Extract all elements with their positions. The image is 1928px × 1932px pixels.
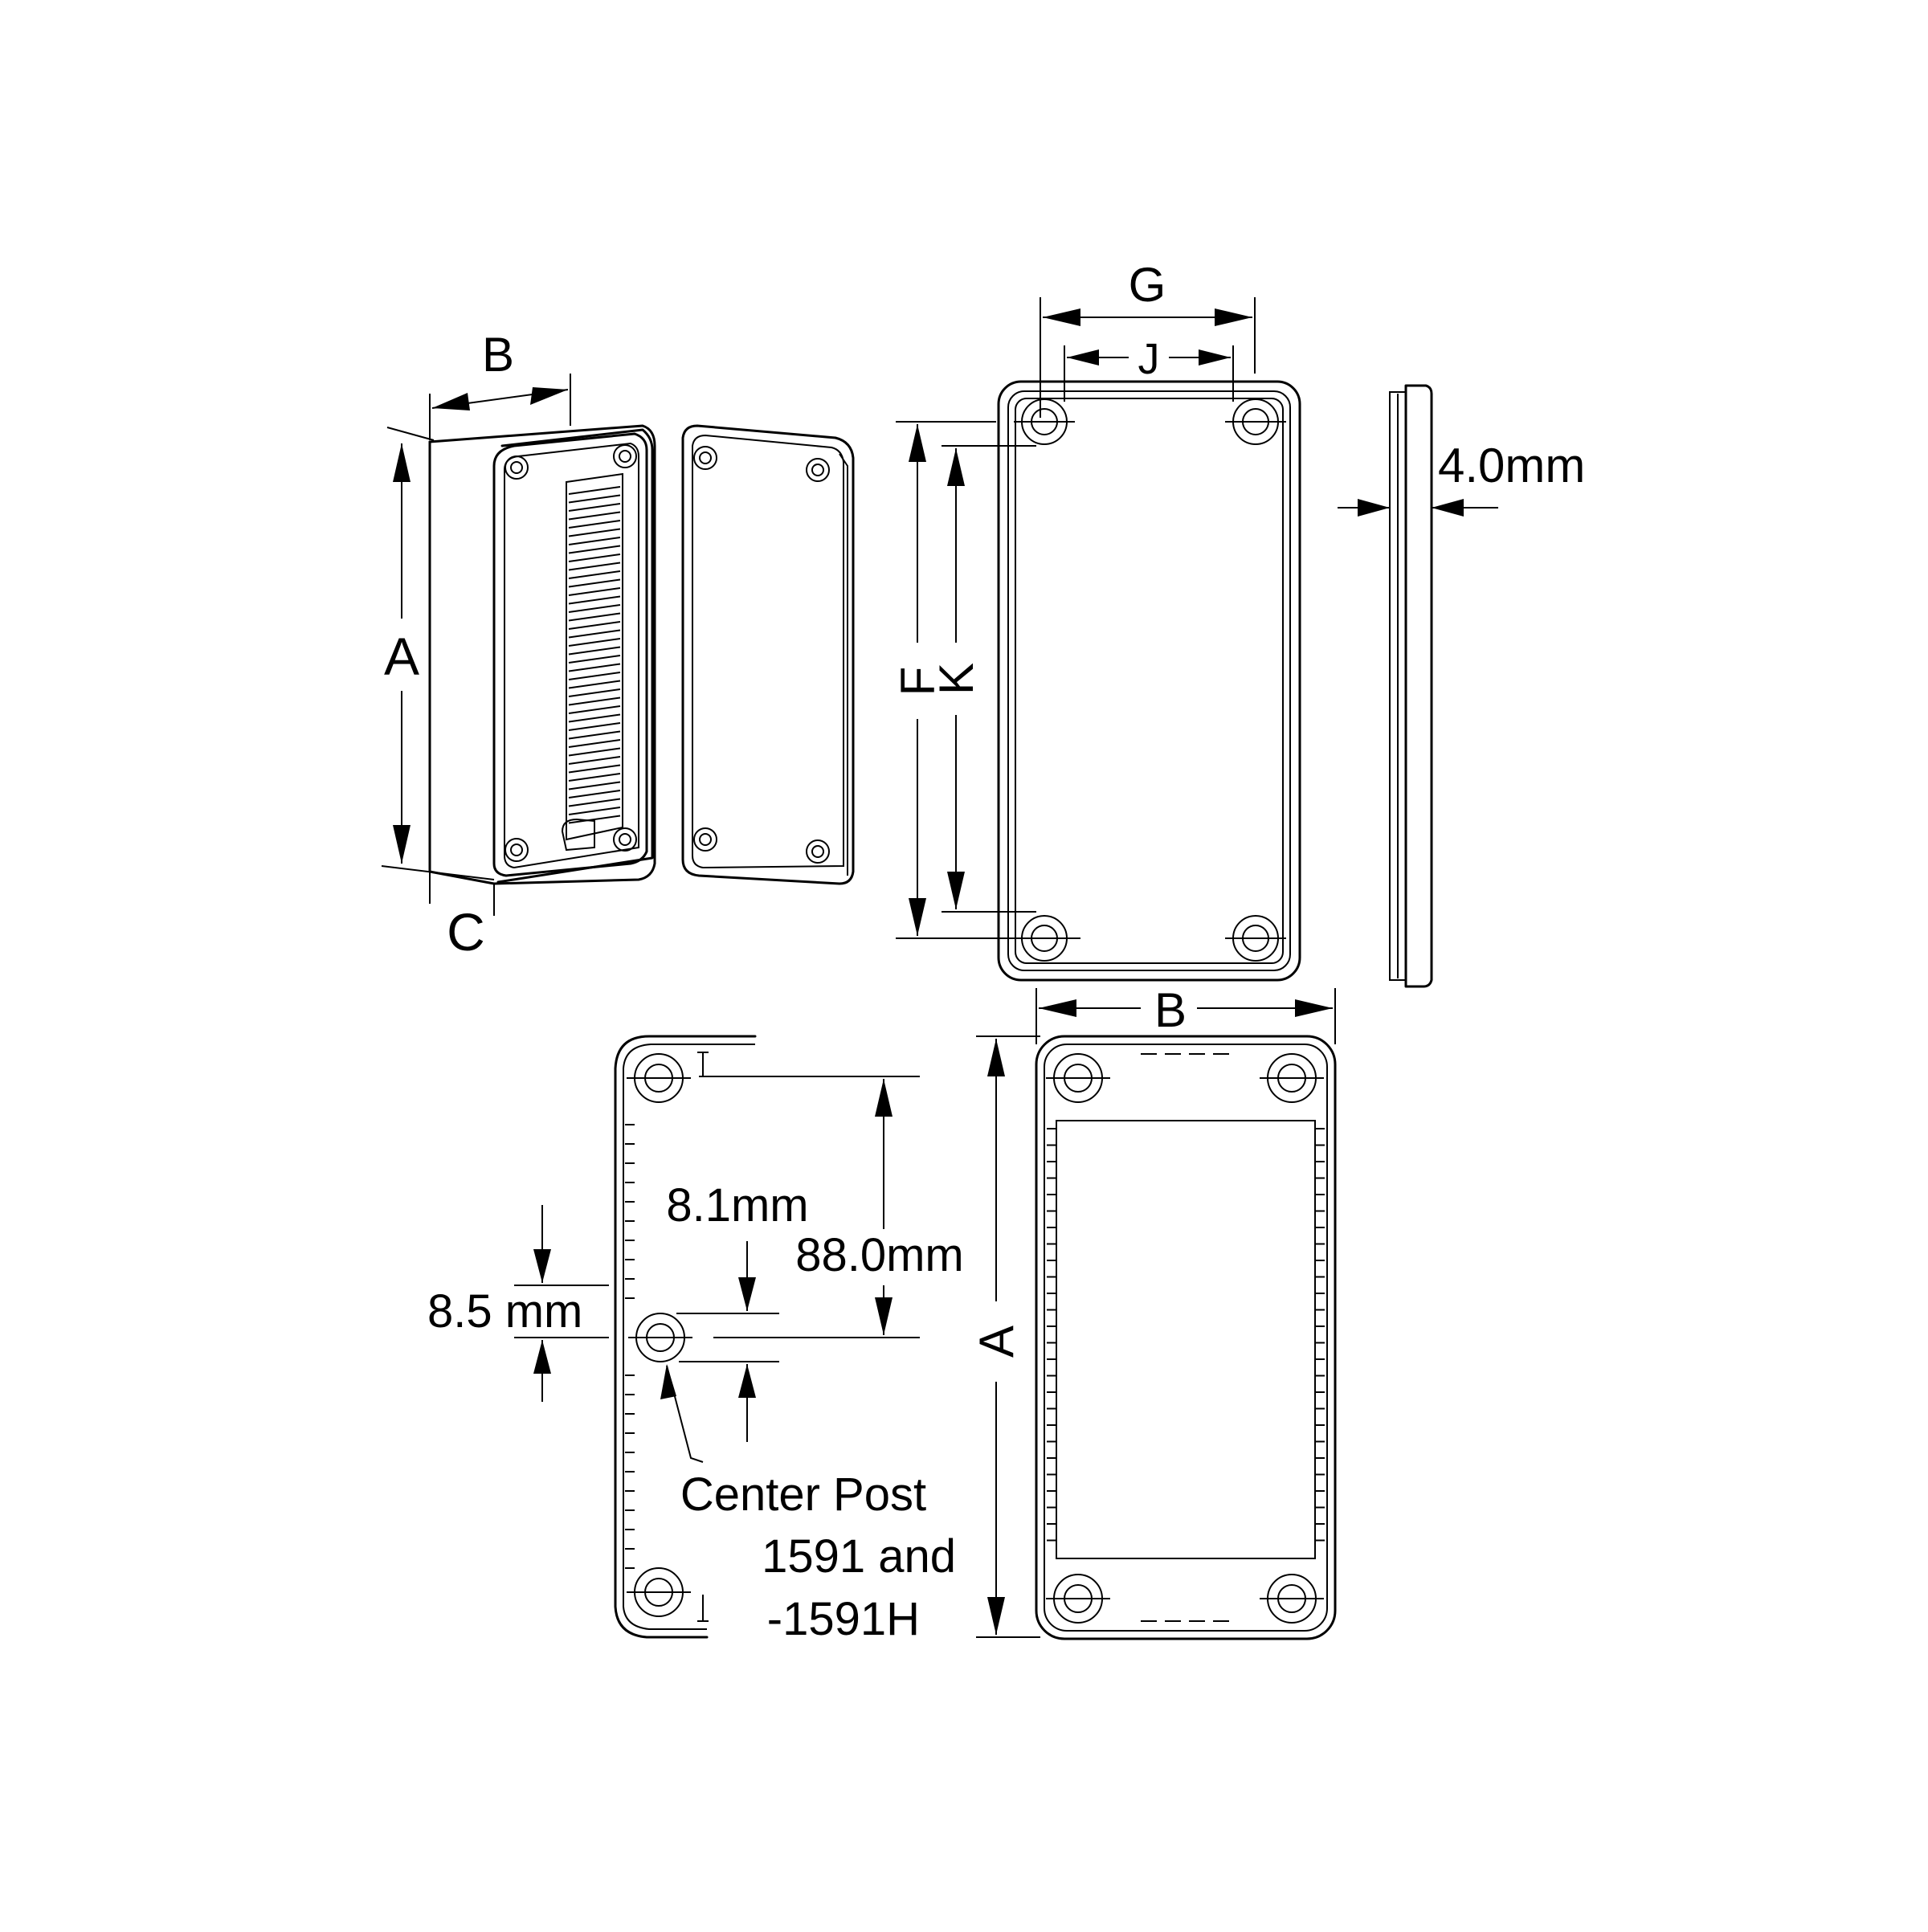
side-tabs [625,1124,635,1569]
rib-line [568,739,621,748]
rib-line [568,562,621,571]
rib-line [568,570,621,579]
box-ribs [568,486,621,824]
rib-line [568,578,621,588]
rib-line [568,781,621,790]
dimension-k: K [929,445,1036,913]
lid-top-view [997,380,1301,982]
dimension-g: G [1040,258,1256,418]
rib-line [568,537,621,545]
rib-line [568,511,621,521]
dimension-a-left: A [381,427,495,880]
rib-line [568,730,621,740]
label-post-distance: 88.0mm [795,1229,964,1281]
rib-line [568,815,621,824]
rib-line [568,790,621,799]
label-b-top: B [482,328,514,382]
dimension-b-top: B [429,328,571,440]
rib-line [568,722,621,731]
rib-line [568,595,621,605]
label-lid-thickness: 4.0mm [1438,439,1585,492]
label-a-left: A [384,627,419,686]
rib-line [568,503,621,512]
dimension-post-width: 8.5 mm [427,1205,609,1402]
dimension-f: F [891,421,1014,939]
label-center-post-models-2: -1591H [767,1593,920,1645]
label-j: J [1138,335,1160,383]
rib-line [568,696,621,706]
label-b-bottom: B [1154,983,1187,1037]
label-g: G [1129,258,1166,312]
rib-line [568,486,621,495]
bottom-ribs [1047,1053,1325,1622]
rib-line [568,612,621,622]
isometric-box-view [428,424,656,885]
label-k: K [929,663,983,695]
rib-line [568,807,621,815]
box-bottom-view [1035,1035,1337,1640]
rib-line [568,553,621,562]
rib-line [568,646,621,656]
rib-line [568,629,621,639]
rib-line [568,655,621,664]
label-a-bottom: A [970,1325,1023,1358]
label-f: F [891,667,945,696]
label-center-post: Center Post [680,1468,926,1521]
rib-line [568,604,621,613]
dimension-b-bottom: B [1035,983,1336,1044]
rib-line [568,688,621,697]
label-post-offset: 8.1mm [666,1179,808,1231]
isometric-lid-view [681,424,855,885]
rib-line [568,545,621,554]
dimension-post-distance: 88.0mm [699,1076,964,1338]
center-post-section-view [614,1035,757,1639]
rib-line [568,705,621,714]
rib-line [568,520,621,529]
dimension-j: J [1064,335,1234,402]
rib-line [568,713,621,723]
rib-line [568,528,621,537]
rib-line [568,773,621,782]
rib-line [568,756,621,765]
rib-line [568,764,621,774]
dimension-lid-thickness: 4.0mm [1338,439,1585,517]
dimension-a-bottom: A [970,1035,1040,1638]
label-c-depth: C [447,902,485,962]
rib-line [568,798,621,807]
lid-side-view [1389,384,1433,988]
rib-line [568,587,621,596]
rib-line [568,663,621,672]
rib-line [568,747,621,757]
rib-line [568,680,621,689]
dimension-c: C [429,872,495,962]
center-post-callout: Center Post 1591 and -1591H [660,1364,956,1645]
dimension-post-offset: 8.1mm [666,1179,809,1442]
rib-line [568,672,621,680]
rib-line [568,494,621,504]
rib-line [568,638,621,647]
label-post-width: 8.5 mm [427,1285,582,1338]
rib-line [568,621,621,630]
label-center-post-models-1: 1591 and [762,1530,956,1583]
